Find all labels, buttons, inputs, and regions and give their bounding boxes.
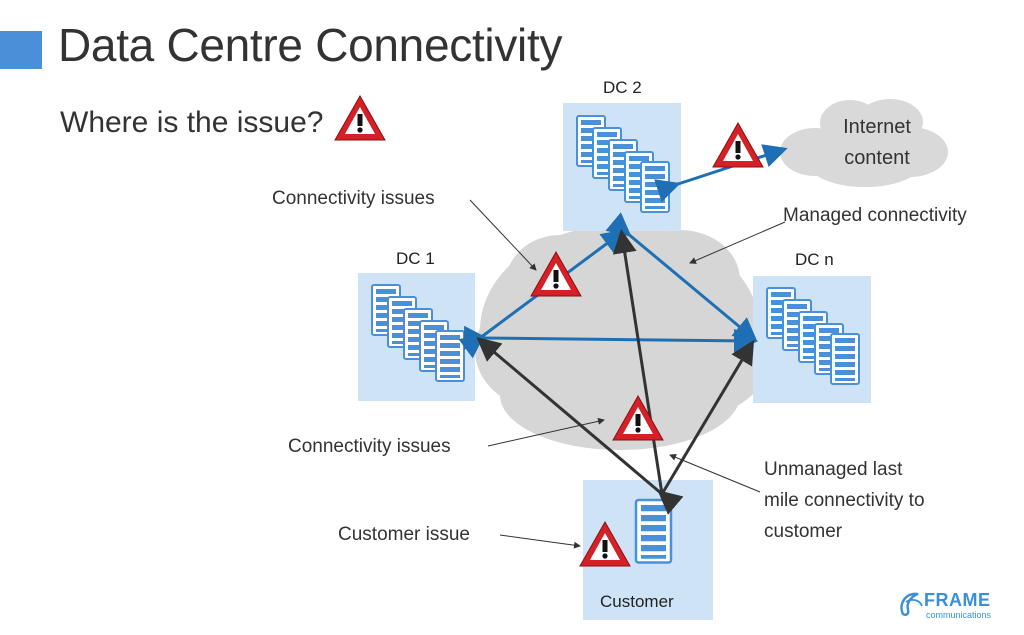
page-title: Data Centre Connectivity	[58, 19, 563, 71]
pointer-connectivity-issues-bottom	[487, 417, 605, 447]
pointer-customer-issue	[499, 534, 581, 549]
internet-label-line1: Internet	[843, 116, 911, 138]
logo-tagline: communications	[926, 610, 992, 620]
title-accent-bar	[0, 31, 42, 69]
annotation-connectivity-issues-bottom: Connectivity issues	[288, 436, 451, 457]
link-dc2-internet	[654, 144, 788, 203]
warning-icon	[334, 95, 386, 141]
dc1-server-icons	[371, 284, 465, 382]
link-dc1-dcn	[463, 325, 758, 353]
pointer-managed-connectivity	[689, 221, 786, 264]
unmanaged-line1: Unmanaged last	[764, 459, 903, 480]
unmanaged-line2: mile connectivity to	[764, 490, 925, 511]
link-customer-dc2	[612, 229, 664, 495]
logo-swirl-icon	[900, 592, 923, 616]
pointer-connectivity-issues-top	[469, 199, 537, 271]
annotation-customer-issue: Customer issue	[338, 524, 470, 545]
unmanaged-line3: customer	[764, 521, 843, 542]
warning-icon	[530, 251, 582, 297]
customer-label: Customer	[600, 592, 674, 611]
annotation-connectivity-issues-top: Connectivity issues	[272, 188, 435, 209]
link-customer-dcn	[660, 339, 755, 495]
dc2-server-icons	[576, 115, 670, 213]
warning-icon	[612, 395, 664, 441]
dcn-server-icons	[766, 287, 860, 385]
internet-label-line2: content	[844, 147, 910, 169]
annotation-pointers	[469, 199, 786, 549]
customer-server-icon	[634, 498, 673, 564]
internet-cloud	[780, 99, 948, 187]
logo-name: FRAME	[924, 590, 991, 610]
dc1-label: DC 1	[396, 249, 435, 268]
warning-icon	[712, 122, 764, 168]
frame-logo: FRAME communications	[898, 590, 1008, 624]
internet-content-label: Internet content	[812, 112, 942, 174]
annotation-managed-connectivity: Managed connectivity	[783, 205, 967, 226]
link-dc2-dcn	[605, 212, 758, 342]
pointer-unmanaged	[669, 454, 761, 493]
dcn-label: DC n	[795, 250, 834, 269]
link-customer-dc1	[476, 337, 684, 515]
warning-icon	[579, 521, 631, 567]
unmanaged-links	[476, 229, 755, 515]
dc2-label: DC 2	[603, 78, 642, 97]
annotation-unmanaged: Unmanaged last mile connectivity to cust…	[764, 454, 994, 547]
subtitle: Where is the issue?	[60, 106, 324, 139]
